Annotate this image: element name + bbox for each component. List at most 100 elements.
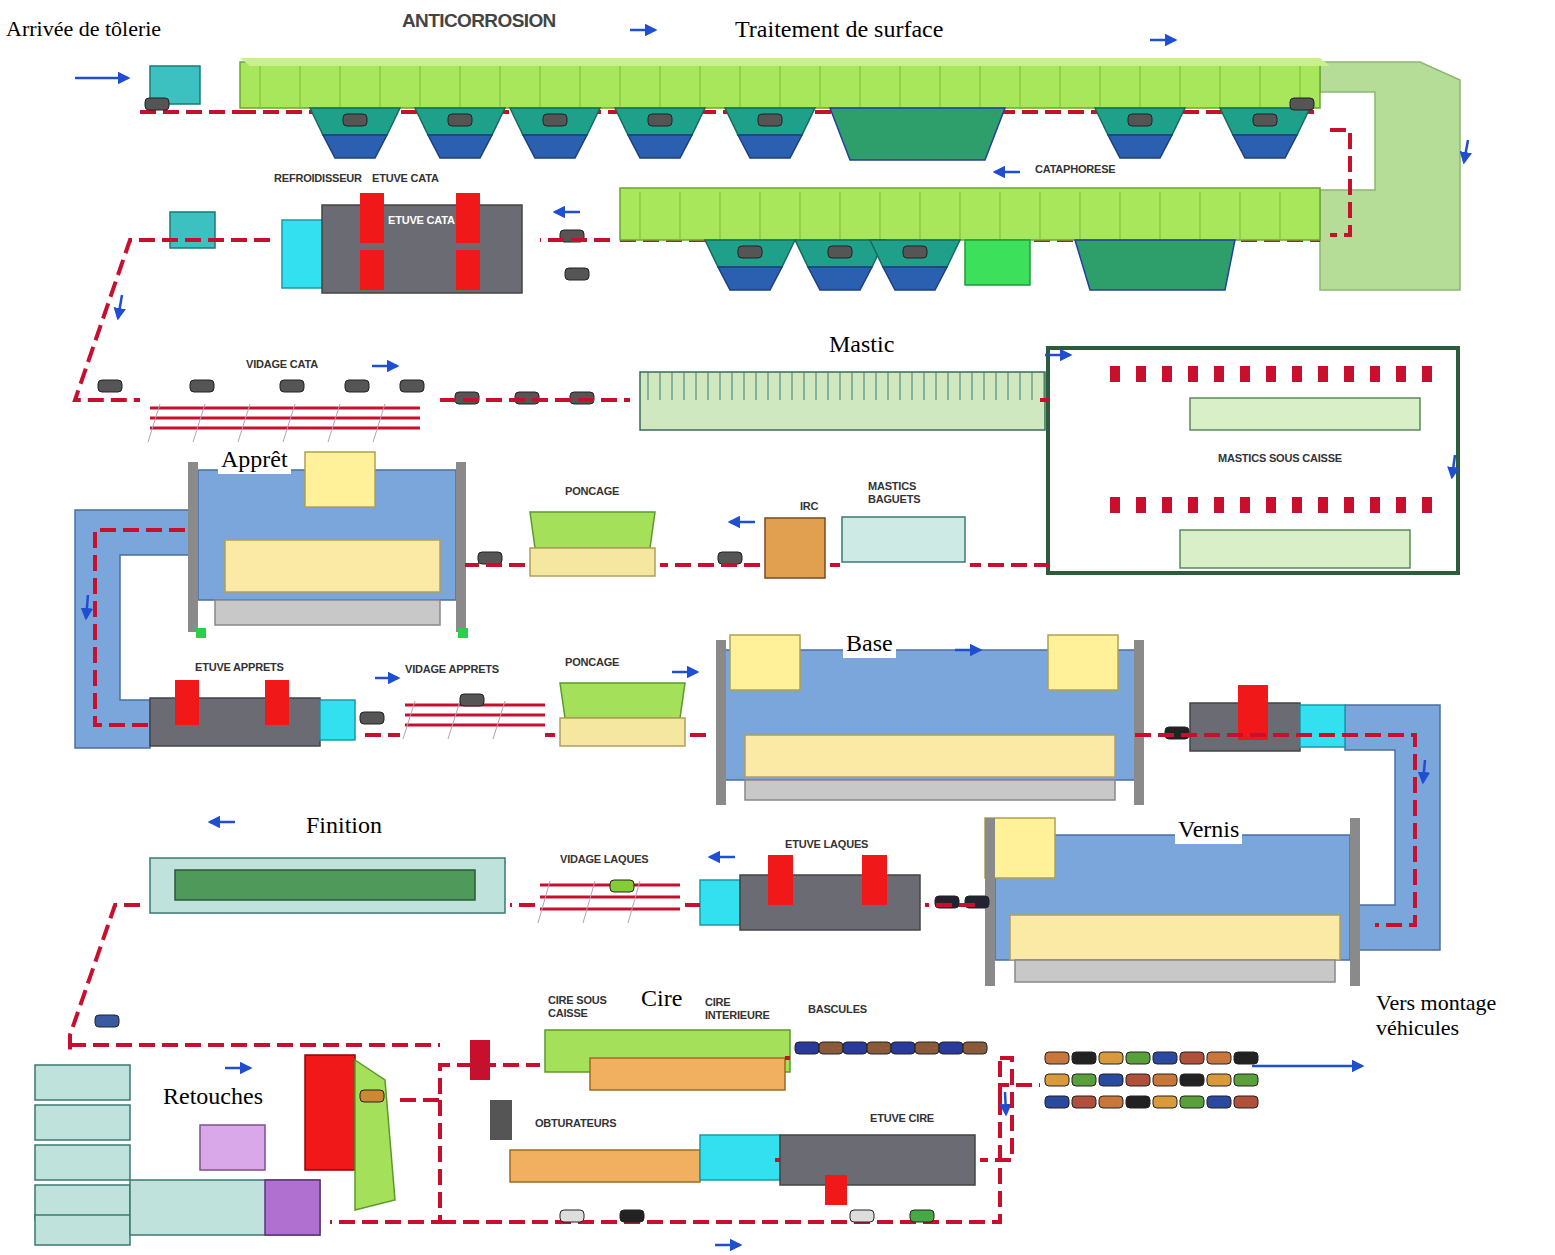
zone-title: Retouches [160,1083,266,1111]
station-node: BASCULES [790,1000,1000,1075]
rinse-unit [965,240,1030,285]
tunnel-rib [696,372,697,400]
tunnel-rib [620,66,621,108]
flow-label: Vers montage véhicules [1376,990,1548,1041]
robot-mark [1370,366,1380,382]
conveyor-line [685,903,700,907]
car-body [1207,1096,1231,1108]
tunnel-rib [860,66,861,108]
station-label: ETUVE APPRETS [195,661,284,674]
dip-tank [1095,108,1185,135]
car-body [1099,1052,1123,1064]
tunnel-rib [460,66,461,108]
car-body [1290,98,1314,110]
car-body [939,1042,963,1054]
robot-mark [1240,366,1250,382]
booth-base [1015,960,1335,982]
robot-mark [1344,497,1354,513]
tunnel-rib [1080,192,1081,240]
buffer-leg [148,404,160,442]
flow-arrow [372,365,397,368]
robot-mark [1188,366,1198,382]
booth-floor [225,540,440,592]
dip-tank [1220,108,1310,135]
tunnel-rib [1000,192,1001,240]
tunnel-rib [852,372,853,400]
robot-mark [1110,366,1120,382]
robot-mark [1162,497,1172,513]
cataphoresis-tunnel [620,188,1320,240]
irc-unit [765,518,825,578]
control-cabinet [490,1100,512,1140]
robot-mark [1214,497,1224,513]
tunnel-rib [940,66,941,108]
tunnel-rib [744,372,745,400]
car-body [1153,1096,1177,1108]
dip-tank [628,135,692,158]
car-body [1207,1074,1231,1086]
booth-hood [985,818,1055,878]
column-foot [458,628,468,638]
tunnel-rib [880,192,881,240]
tunnel-rib [888,372,889,400]
tunnel-rib [756,372,757,400]
touch-up-booth [35,1145,130,1180]
robot-mark [1344,366,1354,382]
conveyor-line [440,398,630,402]
station-node: REFROIDISSEURETUVE CATAETUVE CATA [270,168,540,300]
dip-tank [428,135,492,158]
conveyor-line [75,240,270,400]
oven-burner [175,680,199,725]
zone-title: Mastic [826,331,897,359]
robot-mark [1422,366,1432,382]
sanding-canopy [530,512,655,548]
buffer-lane [150,407,420,410]
zone-title: Finition [306,812,382,840]
sealing-tunnel [640,372,1045,430]
station-node: PONCAGE [525,480,660,580]
station-label: REFROIDISSEUR [274,172,362,185]
station-node: MASTICS BAGUETS [840,478,970,578]
tunnel-rib [760,192,761,240]
repair-oven [305,1055,355,1170]
station-node: IRC [760,498,830,580]
conveyor-track [998,1060,1002,1100]
tunnel-rib [1008,372,1009,400]
zone-title: Cire [641,985,682,1013]
dip-tank [1108,135,1172,158]
tunnel-rib [720,192,721,240]
tunnel-rib [740,66,741,108]
car-body [620,1210,644,1222]
buffer-leg [538,881,550,923]
car-body [1126,1052,1150,1064]
zone-title: Apprêt [218,446,291,474]
flow-arrow [955,649,980,652]
station-label: PONCAGE [565,485,619,498]
station-node: CIRE SOUS CAISSECireCIRE INTERIEURE [540,983,785,1095]
booth-hood [1048,635,1118,690]
car-body [1099,1074,1123,1086]
conveyor-line [660,563,760,567]
tunnel-rib [500,66,501,108]
touch-up-booth [35,1215,130,1245]
conveyor-line [545,733,555,737]
tunnel-rib [1240,192,1241,240]
cooler-unit [700,1135,780,1180]
car-body [1099,1096,1123,1108]
car-body [1126,1096,1150,1108]
cataphoresis-bath [1075,240,1235,290]
flow-arrow [118,295,122,318]
car-body [718,552,742,564]
flow-arrow [995,171,1020,174]
dip-tank [415,108,505,135]
car-body [1072,1052,1096,1064]
car-body [343,114,367,126]
tunnel-rib [828,372,829,400]
tunnel-rib [708,372,709,400]
oven-burner [825,1175,847,1205]
tunnel-rib [648,372,649,400]
buffer-leg [328,404,340,442]
buffer-leg [583,881,595,923]
tunnel-rib [960,372,961,400]
dip-pool [830,108,1005,160]
